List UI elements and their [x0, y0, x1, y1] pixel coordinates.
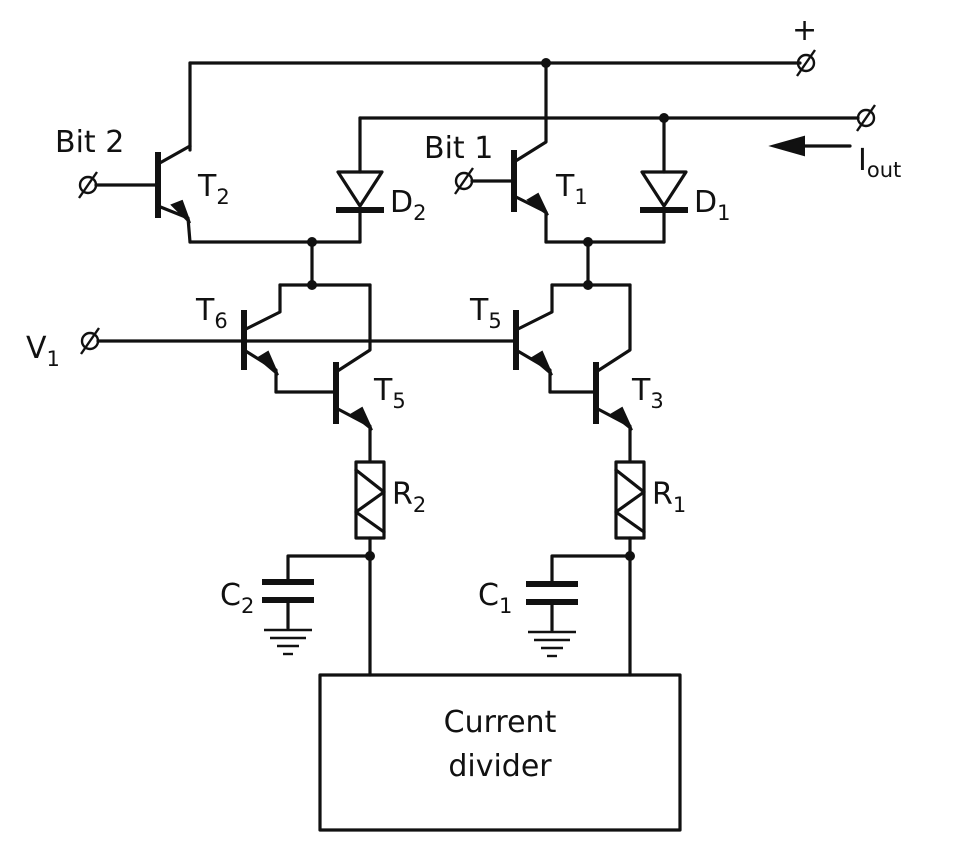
d2-label: D2 — [390, 185, 426, 225]
v1-label: V1 — [26, 331, 60, 371]
v1-input — [80, 327, 516, 355]
c2-label: C2 — [220, 578, 254, 618]
resistor-r1 — [614, 460, 646, 677]
transistor-t1 — [511, 61, 666, 247]
current-divider-line1: Current — [444, 705, 557, 740]
transistor-t3 — [593, 283, 633, 462]
d1-label: D1 — [694, 185, 730, 225]
ground-icon — [528, 630, 576, 658]
transistor-t5-left — [333, 283, 373, 462]
bit2-label: Bit 2 — [55, 125, 124, 160]
plus-label: + — [792, 13, 817, 48]
r1-label: R1 — [652, 477, 686, 517]
current-divider-block: Current divider — [318, 673, 682, 832]
c1-label: C1 — [478, 578, 512, 618]
transistor-t5-right — [513, 240, 632, 394]
iout-label: Iout — [858, 143, 901, 182]
ground-icon — [264, 628, 312, 656]
r2-label: R2 — [392, 477, 426, 517]
transistor-t2 — [155, 144, 362, 247]
diode-d1 — [640, 116, 688, 244]
output-rail — [358, 104, 876, 132]
t5-right-label: T5 — [469, 293, 502, 333]
iout-arrow — [768, 135, 852, 157]
capacitor-c1 — [526, 554, 632, 658]
capacitor-c2 — [262, 554, 372, 656]
t2-label: T2 — [197, 169, 230, 209]
t6-label: T6 — [195, 293, 228, 333]
positive-rail — [188, 49, 816, 152]
current-divider-line2: divider — [448, 749, 552, 784]
iout-terminal[interactable] — [856, 108, 876, 128]
plus-terminal[interactable] — [796, 53, 816, 73]
t3-label: T3 — [631, 373, 664, 413]
bit1-label: Bit 1 — [424, 131, 493, 166]
diode-d2 — [336, 116, 384, 244]
t1-label: T1 — [555, 169, 588, 209]
resistor-r2 — [354, 460, 386, 677]
transistor-t6 — [241, 240, 372, 394]
bit1-input — [454, 167, 516, 195]
bit2-input — [78, 171, 160, 199]
t5-left-label: T5 — [373, 373, 406, 413]
